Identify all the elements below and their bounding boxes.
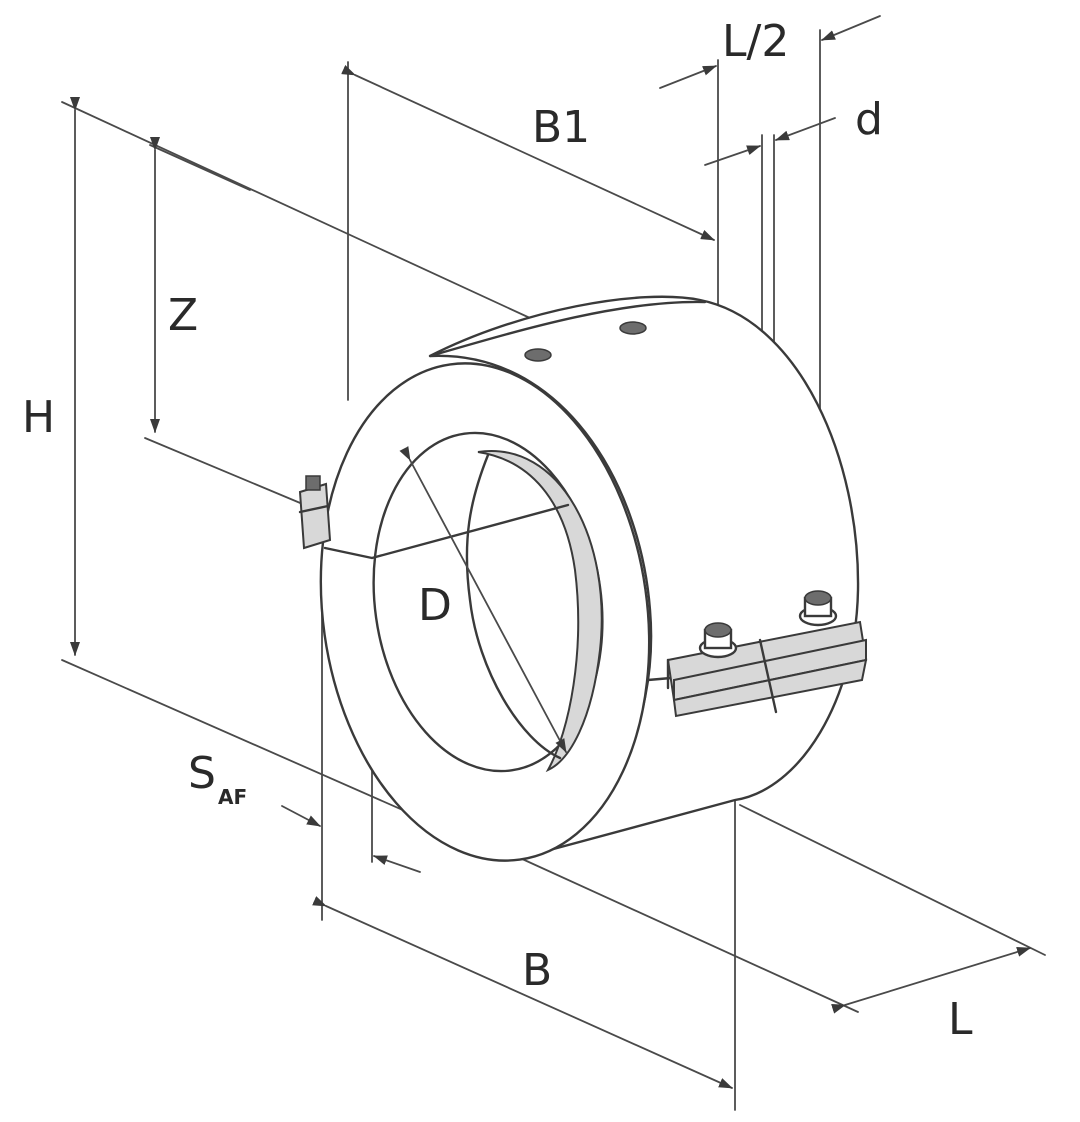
label-s-subscript: AF bbox=[218, 785, 247, 809]
label-l: L bbox=[948, 994, 973, 1045]
label-h: H bbox=[22, 392, 55, 443]
clamp-body bbox=[319, 295, 860, 862]
label-z: Z bbox=[168, 290, 198, 341]
label-b: B bbox=[522, 945, 552, 996]
label-l-half: L/2 bbox=[722, 16, 789, 67]
left-clamp-tab bbox=[298, 475, 332, 550]
label-d-small: d bbox=[855, 94, 883, 145]
dimension-labels: H Z B1 L/2 d D S AF B L bbox=[22, 16, 973, 1045]
right-clamp-flange bbox=[666, 590, 868, 718]
label-d-bore: D bbox=[418, 580, 452, 631]
label-b1: B1 bbox=[532, 102, 590, 153]
label-s: S bbox=[188, 748, 216, 799]
dimension-lines bbox=[70, 15, 1031, 1089]
